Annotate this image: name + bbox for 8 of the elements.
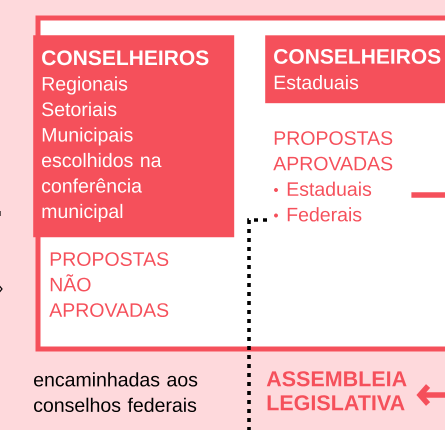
note-text: encaminhadas aos conselhos federais: [34, 372, 198, 412]
connector-line: [411, 192, 445, 198]
proposal-list: PROPOSTAS APROVADAS Estaduais Federais: [273, 131, 392, 222]
arrow: [416, 384, 445, 406]
dotted-line: [247, 218, 267, 430]
council-box: CONSELHEIROS Estaduais: [265, 35, 445, 104]
council-box: CONSELHEIROS Regionais Setoriais Municipais escolhidos na conferência municipal: [33, 35, 234, 238]
assembly-label: ASSEMBLEIA LEGISLATIVA: [266, 371, 407, 410]
